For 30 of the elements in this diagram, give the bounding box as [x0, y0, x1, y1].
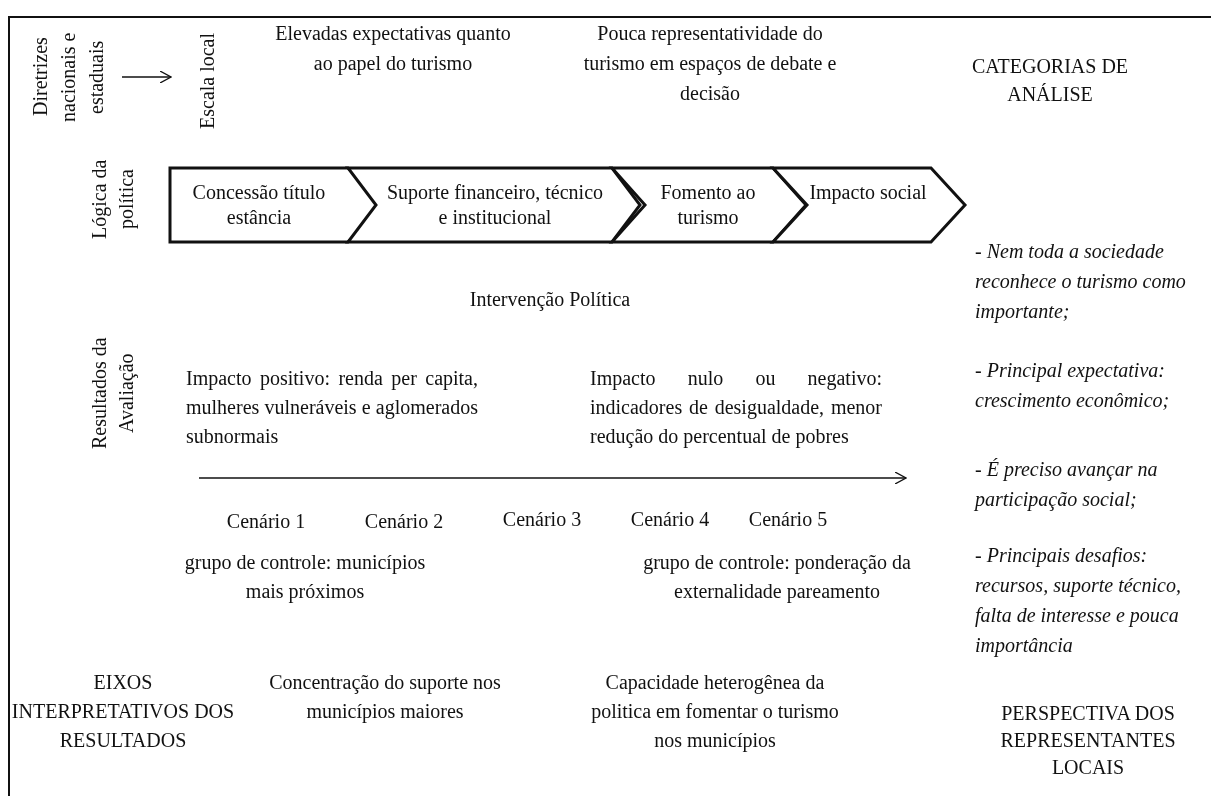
axis-heading: EIXOS INTERPRETATIVOS DOS RESULTADOS — [10, 670, 236, 753]
scenario-label: Cenário 3 — [501, 507, 583, 532]
chevron-label: Impacto social — [808, 180, 928, 205]
section-title: Intervenção Política — [468, 287, 632, 312]
axis-label: Diretrizes nacionais e estaduais — [28, 31, 108, 124]
scenario-label: Cenário 4 — [629, 507, 711, 532]
control-group-text: grupo de controle: municípios mais próximos — [183, 550, 427, 605]
chevron-label: Concessão título estância — [191, 180, 327, 230]
result-text: Impacto positivo: renda per capita, mulheres vulneráveis e aglomerados subnormais — [186, 366, 478, 449]
axis-label: Lógica da política — [87, 158, 139, 241]
bullet-text: - É preciso avançar na participação social; — [975, 457, 1159, 513]
axis-label: Escala local — [195, 31, 219, 131]
chevron-label: Fomento ao turismo — [659, 180, 757, 230]
note-text: Elevadas expectativas quanto ao papel do turismo — [274, 21, 512, 77]
axis-label: Resultados da Avaliação — [87, 336, 139, 451]
result-text: Impacto nulo ou negativo: indicadores de desigualdade, menor redução do percentual de pobres — [590, 366, 882, 450]
note-text: Pouca representatividade do turismo em espaços de debate e decisão — [582, 21, 838, 106]
category-heading: CATEGORIAS DE ANÁLISE — [970, 54, 1130, 107]
category-heading: PERSPECTIVA DOS REPRESENTANTES LOCAIS — [999, 701, 1177, 780]
bullet-text: - Nem toda a sociedade reconhece o turismo como importante; — [975, 239, 1187, 325]
axis-text: Concentração do suporte nos municípios maiores — [268, 670, 502, 725]
control-group-text: grupo de controle: ponderação da externalidade pareamento — [642, 550, 912, 605]
scenario-label: Cenário 5 — [747, 507, 829, 532]
bullet-text: - Principal expectativa: crescimento econômico; — [975, 358, 1171, 413]
scenario-label: Cenário 2 — [363, 509, 445, 534]
bullet-text: - Principais desafios: recursos, suporte técnico, falta de interesse e pouca importância — [975, 543, 1182, 659]
chevron-label: Suporte financeiro, técnico e institucional — [386, 180, 604, 230]
scenario-label: Cenário 1 — [225, 509, 307, 534]
arrow — [121, 70, 172, 84]
axis-text: Capacidade heterogênea da politica em fomentar o turismo nos municípios — [590, 670, 840, 754]
